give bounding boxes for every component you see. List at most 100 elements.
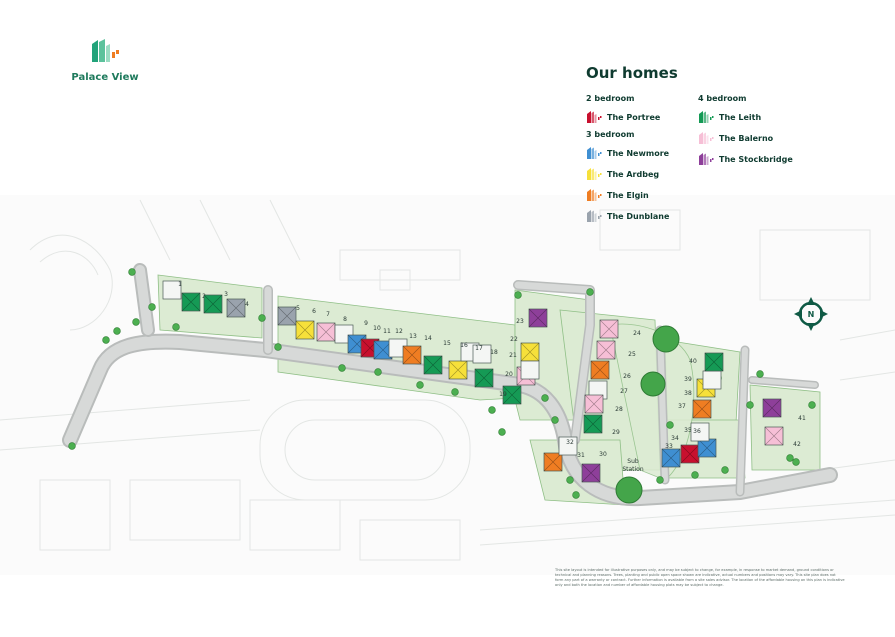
plot-number: 16 [460, 342, 468, 349]
plot-number: 31 [577, 452, 585, 459]
plot-18[interactable]: 18 [474, 349, 498, 388]
legend-item-ardbeg[interactable]: The Ardbeg [586, 166, 698, 182]
plot-41[interactable]: 41 [762, 398, 806, 422]
tree-icon [416, 381, 424, 389]
tree-icon [572, 491, 580, 499]
plot-number: 37 [678, 403, 686, 410]
plot-house [764, 426, 784, 446]
plot-roof-lines [764, 426, 784, 446]
plot-roof-lines [762, 398, 782, 418]
plot-house [702, 370, 722, 390]
plot-24[interactable]: 24 [599, 319, 641, 339]
plot-22[interactable]: 22 [510, 336, 540, 380]
legend-group-4-bed: 4 bedroom [698, 94, 747, 103]
tree-icon [792, 458, 800, 466]
legend-item-label: The Leith [719, 112, 762, 122]
plot-number: 14 [424, 335, 432, 342]
tree-icon [691, 471, 699, 479]
plot-3[interactable]: 3 [203, 291, 228, 314]
plot-roof-lines [423, 355, 443, 375]
plot-house [690, 422, 710, 442]
plot-40[interactable]: 40 [689, 352, 724, 372]
plot-roof-lines [680, 444, 700, 464]
house-icon [586, 188, 602, 202]
legend-item-label: The Balerno [719, 133, 774, 143]
plot-house [295, 320, 315, 340]
main-road [62, 263, 838, 507]
tree-icon [338, 364, 346, 372]
plot-roof-lines [590, 360, 610, 380]
legend-col-left: 2 bedroom The Portree 3 bedroom The Newm… [586, 90, 698, 229]
plot-roof-lines [295, 320, 315, 340]
legend: Our homes 2 bedroom The Portree 3 bedroo… [586, 64, 886, 229]
plot-house [583, 414, 603, 434]
plot-11[interactable]: 11 [373, 328, 393, 360]
plot-14[interactable]: 14 [423, 335, 443, 375]
tree-icon [541, 394, 549, 402]
plot-23[interactable]: 23 [516, 308, 548, 328]
plot-6[interactable]: 6 [295, 308, 316, 340]
palace-view-logo-icon [92, 39, 119, 62]
plot-1[interactable]: 1 [162, 280, 182, 300]
plot-roof-lines [474, 368, 494, 388]
plot-33[interactable]: 33 [661, 443, 681, 468]
plot-28[interactable]: 28 [584, 394, 623, 414]
plot-number: 26 [623, 373, 631, 380]
plot-29[interactable]: 29 [583, 414, 620, 436]
legend-item-portree[interactable]: The Portree [586, 109, 698, 125]
plot-number: 28 [615, 406, 623, 413]
plot-house [520, 360, 540, 380]
legend-item-stockbridge[interactable]: The Stockbridge [698, 151, 810, 167]
plot-7[interactable]: 7 [316, 311, 336, 342]
house-icon [698, 131, 714, 145]
plot-42[interactable]: 42 [764, 426, 801, 448]
plot-5[interactable]: 5 [277, 305, 300, 326]
plot-number: 30 [599, 451, 607, 458]
plot-15[interactable]: 15 [443, 340, 468, 380]
compass-north-label: N [808, 310, 815, 319]
legend-item-dunblane[interactable]: The Dunblane [586, 208, 698, 224]
legend-item-newmore[interactable]: The Newmore [586, 145, 698, 161]
legend-item-label: The Elgin [607, 190, 649, 200]
legend-col-right: 4 bedroom The Leith The Balerno The Stoc… [698, 90, 810, 229]
plot-21[interactable]: 21 [509, 342, 540, 362]
plot-number: 24 [633, 330, 641, 337]
tree-icon [551, 416, 559, 424]
tree-icon [566, 476, 574, 484]
tree-icon [172, 323, 180, 331]
plot-26[interactable]: 26 [590, 360, 631, 380]
tree-icon [451, 388, 459, 396]
plot-number: 21 [509, 352, 517, 359]
plot-number: 15 [443, 340, 451, 347]
plot-roof-lines [581, 463, 601, 483]
plot-roof-lines [402, 345, 422, 365]
tree-icon [258, 314, 266, 322]
plot-house [162, 280, 182, 300]
tree-icon [786, 454, 794, 462]
plot-32[interactable]: 32 [558, 436, 578, 456]
plot-4[interactable]: 4 [226, 298, 249, 318]
plot-number: 9 [364, 320, 368, 327]
tree-icon [586, 288, 594, 296]
legend-item-balerno[interactable]: The Balerno [698, 130, 810, 146]
plot-13[interactable]: 13 [402, 333, 422, 365]
plot-31[interactable]: 31 [543, 452, 585, 472]
plot-roof-lines [528, 308, 548, 328]
plot-37[interactable]: 37 [678, 399, 712, 419]
plot-number: 5 [296, 305, 300, 312]
house-icon [586, 209, 602, 223]
plot-30[interactable]: 30 [581, 451, 607, 483]
plot-roof-lines [203, 294, 223, 314]
tree-icon [132, 318, 140, 326]
plot-roof-lines [704, 352, 724, 372]
plot-36[interactable]: 36 [690, 422, 710, 442]
legend-item-elgin[interactable]: The Elgin [586, 187, 698, 203]
plot-17[interactable]: 17 [472, 344, 492, 364]
plot-roof-lines [226, 298, 246, 318]
tree-icon [68, 442, 76, 450]
legend-item-leith[interactable]: The Leith [698, 109, 810, 125]
plot-25[interactable]: 25 [596, 340, 636, 360]
plot-19[interactable]: 19 [499, 385, 522, 405]
plot-roof-lines [520, 342, 540, 362]
